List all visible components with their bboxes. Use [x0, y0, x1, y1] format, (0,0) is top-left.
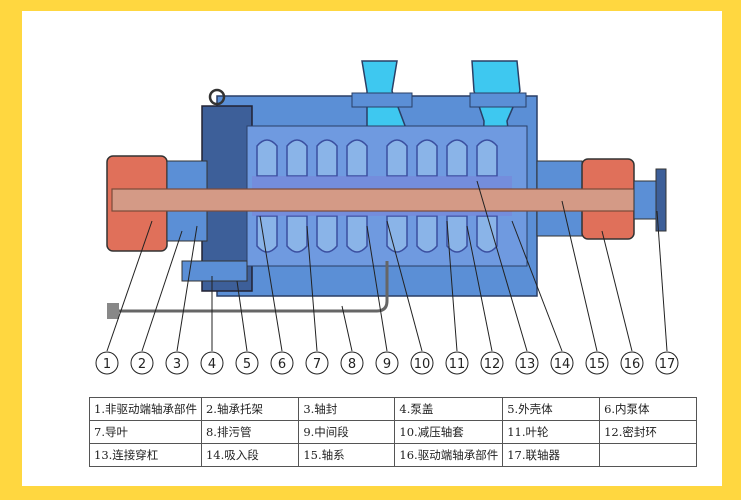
callout-label-13: 13: [519, 357, 536, 372]
coupling: [633, 180, 657, 220]
callout-markers: [95, 351, 679, 375]
callout-10: [410, 351, 434, 375]
callout-17: [655, 351, 679, 375]
legend-cell: 1.非驱动端轴承部件: [89, 397, 202, 421]
callout-label-12: 12: [484, 357, 501, 372]
impellers-lower: [256, 215, 498, 253]
leader-lines: [106, 180, 668, 352]
callout-label-5: 5: [243, 357, 251, 372]
callout-label-9: 9: [383, 357, 391, 372]
callout-label-17: 17: [659, 357, 676, 372]
legend-row: 7.导叶 8.排污管 9.中间段 10.减压轴套 11.叶轮 12.密封环: [89, 420, 697, 444]
callout-label-7: 7: [313, 357, 321, 372]
callout-8: [340, 351, 364, 375]
legend-cell: 11.叶轮: [502, 420, 601, 444]
callout-label-4: 4: [208, 357, 216, 372]
parts-legend-table: 1.非驱动端轴承部件 2.轴承托架 3.轴封 4.泵盖 5.外壳体 6.内泵体 …: [89, 397, 697, 467]
legend-cell: 15.轴系: [298, 443, 396, 467]
callout-1: [95, 351, 119, 375]
callout-label-11: 11: [449, 357, 466, 372]
callout-11: [445, 351, 469, 375]
legend-cell: 13.连接穿杠: [89, 443, 202, 467]
callout-15: [585, 351, 609, 375]
legend-cell: 6.内泵体: [599, 397, 697, 421]
nozzle-flange-right: [469, 92, 527, 108]
legend-cell: 9.中间段: [298, 420, 396, 444]
callout-2: [130, 351, 154, 375]
legend-cell: 8.排污管: [200, 420, 300, 444]
drain-valve-icon: [107, 303, 119, 319]
callout-label-16: 16: [624, 357, 641, 372]
callout-16: [620, 351, 644, 375]
legend-cell: 3.轴封: [298, 397, 396, 421]
impellers-upper: [256, 139, 498, 177]
figure-frame: 1 2 3 4 5 6 7 8 9 10 11 12 13 14 15 16 1…: [22, 11, 722, 486]
legend-row: 1.非驱动端轴承部件 2.轴承托架 3.轴封 4.泵盖 5.外壳体 6.内泵体: [89, 397, 697, 421]
nozzle-flange-left: [351, 92, 413, 108]
callout-label-1: 1: [103, 357, 111, 372]
callout-label-10: 10: [414, 357, 431, 372]
callout-label-8: 8: [348, 357, 356, 372]
callout-label-14: 14: [554, 357, 571, 372]
callout-label-6: 6: [278, 357, 286, 372]
legend-cell: 12.密封环: [599, 420, 697, 444]
callout-3: [165, 351, 189, 375]
legend-cell: 5.外壳体: [502, 397, 601, 421]
callout-7: [305, 351, 329, 375]
legend-cell: 7.导叶: [89, 420, 202, 444]
callout-9: [375, 351, 399, 375]
callout-label-15: 15: [589, 357, 606, 372]
callout-14: [550, 351, 574, 375]
legend-cell: 2.轴承托架: [200, 397, 300, 421]
callout-13: [515, 351, 539, 375]
legend-cell: 17.联轴器: [502, 443, 601, 467]
shaft: [111, 188, 653, 212]
callout-5: [235, 351, 259, 375]
legend-cell: 10.减压轴套: [394, 420, 504, 444]
coupling-flange: [655, 168, 667, 232]
callout-label-3: 3: [173, 357, 181, 372]
legend-cell: 16.驱动端轴承部件: [394, 443, 504, 467]
drain-fitting: [181, 260, 248, 282]
callout-6: [270, 351, 294, 375]
legend-cell: 4.泵盖: [394, 397, 504, 421]
callout-4: [200, 351, 224, 375]
drain-pipe: [112, 261, 389, 313]
pump-cross-section-diagram: 1 2 3 4 5 6 7 8 9 10 11 12 13 14 15 16 1…: [95, 60, 679, 375]
legend-row: 13.连接穿杠 14.吸入段 15.轴系 16.驱动端轴承部件 17.联轴器: [89, 443, 697, 467]
callout-12: [480, 351, 504, 375]
lifting-lug-icon: [208, 88, 226, 106]
callout-label-2: 2: [138, 357, 146, 372]
legend-cell-empty: [599, 443, 697, 467]
legend-cell: 14.吸入段: [200, 443, 300, 467]
callout-labels: 1 2 3 4 5 6 7 8 9 10 11 12 13 14 15 16 1…: [103, 357, 675, 372]
